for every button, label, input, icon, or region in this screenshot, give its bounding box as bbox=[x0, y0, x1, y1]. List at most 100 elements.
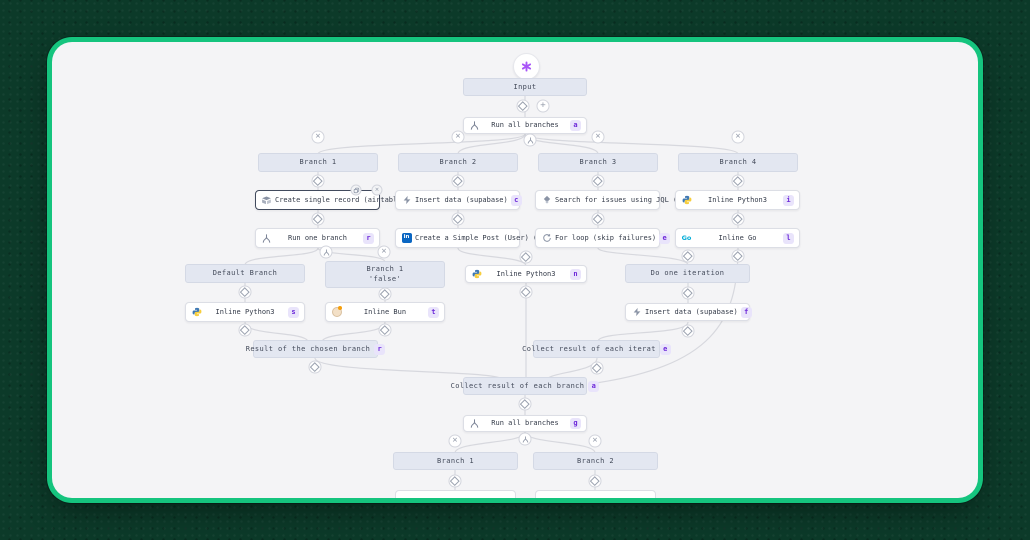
insert-step-port[interactable] bbox=[311, 174, 325, 188]
insert-step-port[interactable] bbox=[590, 361, 604, 375]
branch-1-false-header[interactable]: Branch 1 'false' bbox=[325, 261, 445, 288]
delete-node-button[interactable]: × bbox=[371, 184, 383, 196]
insert-step-port[interactable] bbox=[731, 174, 745, 188]
insert-step-port[interactable] bbox=[731, 249, 745, 263]
duplicate-node-button[interactable] bbox=[350, 184, 362, 196]
branch-header-2-bottom[interactable]: Branch 2 bbox=[533, 452, 658, 470]
node-badge: f bbox=[740, 306, 752, 318]
remove-branch-button[interactable]: × bbox=[448, 434, 462, 448]
node-inline-python-branch4[interactable]: Inline Python3 i bbox=[675, 190, 800, 210]
close-icon: × bbox=[374, 185, 380, 194]
do-one-iteration-header[interactable]: Do one iteration bbox=[625, 264, 750, 283]
diamond-icon bbox=[240, 325, 250, 335]
node-inline-bun[interactable]: Inline Bun t bbox=[325, 302, 445, 322]
node-label: Branch 2 bbox=[439, 158, 477, 166]
branch-header-4[interactable]: Branch 4 bbox=[678, 153, 798, 172]
close-icon: × bbox=[452, 435, 458, 446]
insert-step-port[interactable] bbox=[238, 323, 252, 337]
node-label: Search for issues using JQL (... bbox=[555, 195, 690, 204]
node-inline-python-default[interactable]: Inline Python3 s bbox=[185, 302, 305, 322]
result-of-chosen-branch-header[interactable]: Result of the chosen branch r bbox=[246, 340, 386, 358]
python-icon bbox=[191, 307, 202, 318]
branch-split-icon bbox=[321, 247, 332, 258]
remove-branch-button[interactable]: × bbox=[588, 434, 602, 448]
insert-step-port[interactable] bbox=[588, 474, 602, 488]
insert-step-port[interactable] bbox=[311, 212, 325, 226]
bun-icon bbox=[331, 306, 342, 318]
node-search-issues-jql[interactable]: Search for issues using JQL (... d bbox=[535, 190, 704, 210]
insert-step-port[interactable] bbox=[681, 324, 695, 338]
insert-step-port[interactable] bbox=[519, 285, 533, 299]
remove-branch-button[interactable]: × bbox=[377, 245, 391, 259]
workflow-trigger-icon[interactable] bbox=[513, 53, 540, 80]
node-label: Create a Simple Post (User) (... bbox=[415, 233, 550, 242]
insert-step-port[interactable] bbox=[681, 286, 695, 300]
diamond-icon bbox=[521, 287, 531, 297]
node-run-all-branches-top[interactable]: Run all branches a bbox=[463, 117, 587, 134]
close-icon: × bbox=[381, 246, 387, 257]
close-icon: × bbox=[735, 131, 741, 142]
node-insert-data-supabase-1[interactable]: Insert data (supabase) c bbox=[395, 190, 522, 210]
node-insert-data-supabase-2[interactable]: Insert data (supabase) f bbox=[625, 303, 752, 321]
node-inline-python-branch2[interactable]: Inline Python3 n bbox=[465, 265, 587, 283]
insert-step-port[interactable] bbox=[591, 174, 605, 188]
workflow-canvas[interactable]: Input + Run all branches a × × × × Branc… bbox=[52, 42, 978, 498]
branch-header-2[interactable]: Branch 2 bbox=[398, 153, 518, 172]
supabase-bolt-icon bbox=[401, 195, 412, 206]
diamond-icon bbox=[450, 476, 460, 486]
python-icon bbox=[681, 195, 692, 206]
insert-step-port[interactable] bbox=[591, 212, 605, 226]
insert-step-port[interactable] bbox=[681, 249, 695, 263]
branch-header-1[interactable]: Branch 1 bbox=[258, 153, 378, 172]
insert-step-port[interactable] bbox=[448, 474, 462, 488]
insert-step-port[interactable] bbox=[308, 360, 322, 374]
loop-icon bbox=[541, 233, 552, 244]
insert-step-port[interactable] bbox=[731, 212, 745, 226]
collect-result-each-iteration-header[interactable]: Collect result of each iterat e bbox=[522, 340, 671, 358]
diamond-icon bbox=[593, 214, 603, 224]
insert-step-port[interactable] bbox=[451, 174, 465, 188]
remove-branch-button[interactable]: × bbox=[311, 130, 325, 144]
node-badge: e bbox=[659, 232, 671, 244]
diamond-icon bbox=[453, 176, 463, 186]
branch-header-1-bottom[interactable]: Branch 1 bbox=[393, 452, 518, 470]
diamond-icon bbox=[733, 214, 743, 224]
insert-step-port[interactable] bbox=[378, 287, 392, 301]
remove-branch-button[interactable]: × bbox=[451, 130, 465, 144]
node-run-all-branches-bottom[interactable]: Run all branches g bbox=[463, 415, 587, 432]
node-input[interactable]: Input bbox=[463, 78, 587, 96]
clipped-node[interactable] bbox=[535, 490, 656, 498]
diamond-icon bbox=[521, 252, 531, 262]
add-step-button[interactable]: + bbox=[536, 99, 550, 113]
insert-step-port[interactable] bbox=[451, 212, 465, 226]
add-branch-button[interactable] bbox=[319, 245, 333, 259]
add-branch-button[interactable] bbox=[523, 133, 537, 147]
workflow-card: Input + Run all branches a × × × × Branc… bbox=[52, 42, 978, 498]
node-badge: l bbox=[783, 232, 794, 244]
node-label: Branch 1 bbox=[366, 265, 404, 273]
insert-step-port[interactable] bbox=[519, 250, 533, 264]
node-badge: i bbox=[783, 194, 794, 206]
default-branch-header[interactable]: Default Branch bbox=[185, 264, 305, 283]
node-create-simple-post-linkedin[interactable]: in Create a Simple Post (User) (... m bbox=[395, 228, 564, 248]
insert-step-port[interactable] bbox=[518, 397, 532, 411]
remove-branch-button[interactable]: × bbox=[591, 130, 605, 144]
node-label: Do one iteration bbox=[650, 269, 725, 277]
node-label: Run one branch bbox=[287, 233, 347, 242]
remove-branch-button[interactable]: × bbox=[731, 130, 745, 144]
node-run-one-branch[interactable]: Run one branch r bbox=[255, 228, 380, 248]
add-branch-button[interactable] bbox=[518, 432, 532, 446]
node-inline-go[interactable]: Go Inline Go l bbox=[675, 228, 800, 248]
branch-header-3[interactable]: Branch 3 bbox=[538, 153, 658, 172]
insert-step-port[interactable] bbox=[516, 99, 530, 113]
insert-step-port[interactable] bbox=[378, 323, 392, 337]
node-for-loop[interactable]: For loop (skip failures) e bbox=[535, 228, 671, 248]
clipped-node[interactable] bbox=[395, 490, 516, 498]
collect-result-each-branch-header[interactable]: Collect result of each branch a bbox=[451, 377, 600, 395]
diamond-icon bbox=[683, 288, 693, 298]
branch-split-icon bbox=[469, 120, 480, 131]
close-icon: × bbox=[592, 435, 598, 446]
insert-step-port[interactable] bbox=[238, 285, 252, 299]
node-badge: a bbox=[570, 120, 581, 131]
node-label: Run all branches bbox=[491, 121, 559, 129]
